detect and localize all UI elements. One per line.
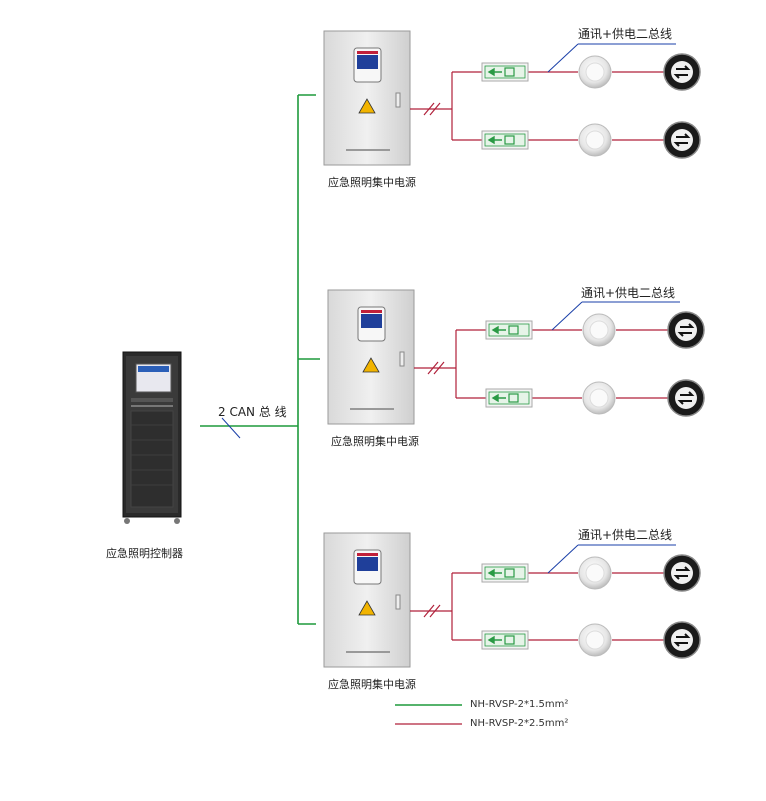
cabinet-2-label: 应急照明集中电源 [331, 435, 419, 448]
emergency-lighting-controller [122, 351, 182, 524]
exit-sign-icon [481, 630, 529, 650]
direction-sign-icon [663, 121, 701, 159]
can-bus-wiring [200, 94, 320, 625]
power-wiring [410, 71, 664, 141]
ceiling-emergency-light-icon [582, 313, 616, 347]
bus-note-3: 通讯+供电二总线 [578, 528, 673, 542]
direction-sign-icon [667, 311, 705, 349]
exit-sign-icon [481, 130, 529, 150]
power-cabinet-site-2 [327, 289, 705, 425]
power-cabinet [327, 289, 415, 425]
power-cabinet [323, 532, 411, 668]
controller-label: 应急照明控制器 [106, 547, 183, 560]
ceiling-emergency-light-icon [578, 623, 612, 657]
warning-icon [358, 98, 376, 114]
bus-tick [221, 417, 241, 439]
can-bus-label: 2 CAN 总 线 [218, 405, 287, 419]
power-cabinet [323, 30, 411, 166]
legend-label-1: NH-RVSP-2*1.5mm² [470, 699, 569, 710]
power-wiring [414, 329, 668, 399]
exit-sign-icon [485, 388, 533, 408]
warning-icon [362, 357, 380, 373]
exit-sign-icon [485, 320, 533, 340]
legend-label-2: NH-RVSP-2*2.5mm² [470, 718, 569, 729]
bus-note-1: 通讯+供电二总线 [578, 27, 673, 41]
direction-sign-icon [663, 621, 701, 659]
cabinet-3-label: 应急照明集中电源 [328, 678, 416, 691]
ceiling-emergency-light-icon [578, 123, 612, 157]
ceiling-emergency-light-icon [582, 381, 616, 415]
ceiling-emergency-light-icon [578, 55, 612, 89]
power-cabinet-site-3 [323, 532, 701, 668]
direction-sign-icon [663, 53, 701, 91]
power-wiring [410, 572, 664, 641]
direction-sign-icon [667, 379, 705, 417]
exit-sign-icon [481, 563, 529, 583]
exit-sign-icon [481, 62, 529, 82]
cabinet-1-label: 应急照明集中电源 [328, 176, 416, 189]
legend [395, 704, 462, 725]
warning-icon [358, 600, 376, 616]
power-cabinet-site-1 [323, 30, 701, 166]
ceiling-emergency-light-icon [578, 556, 612, 590]
direction-sign-icon [663, 554, 701, 592]
bus-note-2: 通讯+供电二总线 [581, 286, 676, 300]
